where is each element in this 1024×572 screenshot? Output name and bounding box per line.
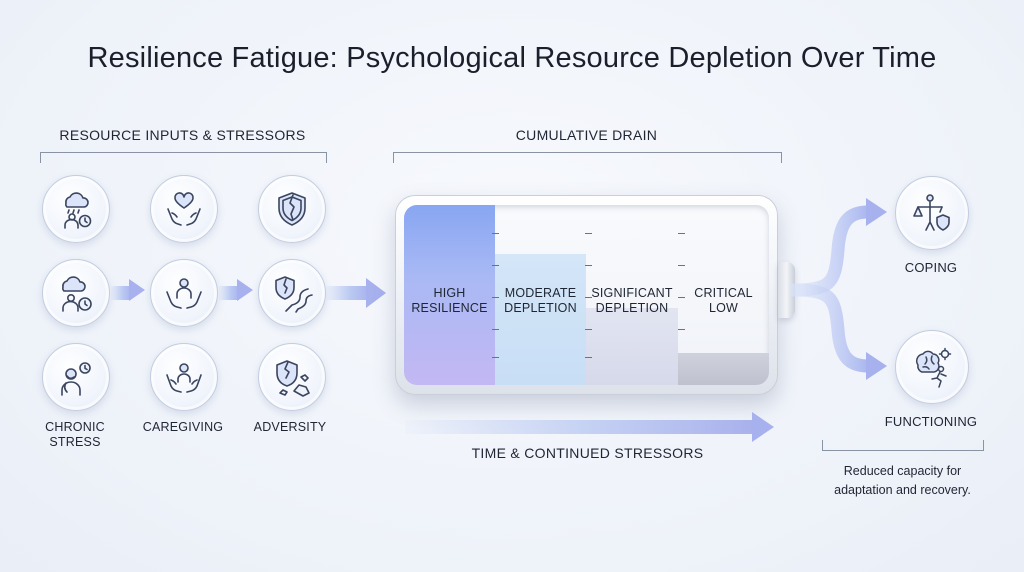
level-tick <box>585 297 592 298</box>
level-tick <box>585 233 592 234</box>
level-tick <box>585 357 592 358</box>
level-tick <box>678 329 685 330</box>
stage-3-line1: SIGNIFICANT <box>591 286 673 300</box>
label-chronic-stress-line1: CHRONIC <box>45 420 105 434</box>
level-tick <box>492 233 499 234</box>
stressed-person-icon-circle <box>42 343 110 411</box>
label-chronic-stress-line2: STRESS <box>49 435 101 449</box>
stage-label-significant-depletion: SIGNIFICANT DEPLETION <box>586 286 678 316</box>
label-caregiving: CAREGIVING <box>142 420 224 434</box>
flow-arrow-shaft-3 <box>326 286 368 300</box>
battery-fill-high-resilience <box>404 205 495 385</box>
branch-arrow <box>790 198 887 380</box>
battery-fill-critical-low <box>678 353 769 385</box>
stage-3-line2: DEPLETION <box>595 301 669 315</box>
label-adversity: ADVERSITY <box>253 420 327 434</box>
level-tick <box>585 329 592 330</box>
level-tick <box>492 357 499 358</box>
battery-fill-moderate-depletion <box>495 254 586 385</box>
level-tick <box>678 297 685 298</box>
caregiving-hands-icon-circle <box>150 343 218 411</box>
person-in-hands-icon <box>166 278 202 309</box>
level-tick <box>678 265 685 266</box>
level-tick <box>678 233 685 234</box>
bracket-inputs <box>40 152 327 163</box>
person-hands-icon-circle <box>150 259 218 327</box>
battery-fill-significant-depletion <box>586 308 678 385</box>
flow-arrow-head-3 <box>366 278 386 308</box>
broken-shield-rocks-icon <box>276 360 310 397</box>
caregiving-hands-icon <box>166 363 202 393</box>
stage-1-line1: HIGH <box>433 286 466 300</box>
stage-2-line2: DEPLETION <box>504 301 577 315</box>
stage-4-line2: LOW <box>708 301 739 315</box>
time-arrow-head <box>752 412 774 442</box>
level-tick <box>585 265 592 266</box>
section-label-inputs: RESOURCE INPUTS & STRESSORS <box>59 127 306 143</box>
cloud-person-clock-icon-circle <box>42 175 110 243</box>
flow-arrow-shaft-1 <box>111 286 131 300</box>
flow-arrow-head-2 <box>237 279 253 301</box>
stressed-person-clock-icon <box>61 362 91 396</box>
stage-label-critical-low: CRITICAL LOW <box>678 286 769 316</box>
bracket-outputs <box>822 440 984 451</box>
coping-icon-circle <box>895 176 969 250</box>
level-tick <box>492 297 499 298</box>
battery-chamber: HIGH RESILIENCE MODERATE DEPLETION SIGNI… <box>404 205 769 385</box>
shield-road-icon-circle <box>258 259 326 327</box>
heart-hands-icon <box>167 192 201 226</box>
cracked-shield-icon-circle <box>258 175 326 243</box>
broken-shield-rocks-icon-circle <box>258 343 326 411</box>
output-caption: Reduced capacity for adaptation and reco… <box>800 462 1005 500</box>
output-label-functioning: FUNCTIONING <box>884 414 978 429</box>
cloud-person-clock-icon-circle-2 <box>42 259 110 327</box>
caption-line2: adaptation and recovery. <box>834 483 971 497</box>
bracket-drain <box>393 152 782 163</box>
label-chronic-stress: CHRONIC STRESS <box>30 420 120 450</box>
level-tick <box>492 265 499 266</box>
page-title: Resilience Fatigue: Psychological Resour… <box>87 42 937 74</box>
caption-line1: Reduced capacity for <box>843 464 962 478</box>
stage-1-line2: RESILIENCE <box>411 301 488 315</box>
shield-road-icon <box>275 276 313 313</box>
stage-label-high-resilience: HIGH RESILIENCE <box>404 286 495 316</box>
time-arrow-label: TIME & CONTINUED STRESSORS <box>471 445 704 461</box>
rain-cloud-person-icon <box>64 192 92 229</box>
person-scale-shield-icon <box>913 194 950 231</box>
battery-terminal <box>778 262 795 318</box>
stage-4-line1: CRITICAL <box>694 286 753 300</box>
section-label-drain: CUMULATIVE DRAIN <box>515 127 658 143</box>
cloud-person-clock-icon <box>62 276 92 312</box>
time-arrow-shaft <box>405 420 753 434</box>
level-tick <box>492 329 499 330</box>
stage-label-moderate-depletion: MODERATE DEPLETION <box>495 286 586 316</box>
output-label-coping: COPING <box>904 260 958 275</box>
functioning-icon-circle <box>895 330 969 404</box>
flow-arrow-shaft-2 <box>219 286 239 300</box>
flow-arrow-head-1 <box>129 279 145 301</box>
brain-gear-runner-icon <box>915 347 952 388</box>
cracked-shield-icon <box>278 192 306 226</box>
heart-hands-icon-circle <box>150 175 218 243</box>
stage-2-line1: MODERATE <box>504 286 577 300</box>
